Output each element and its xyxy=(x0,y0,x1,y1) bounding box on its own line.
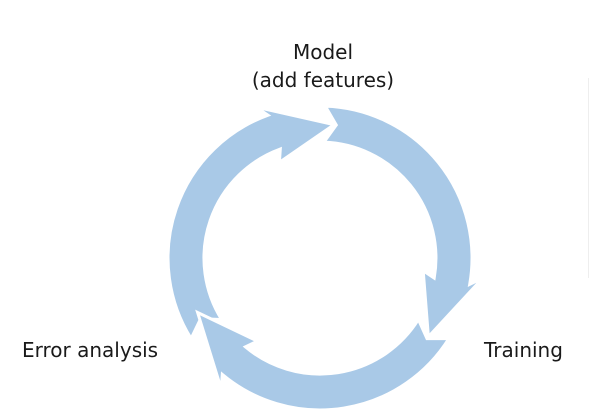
node-model: Model (add features) xyxy=(0,38,606,94)
node-model-subtitle: (add features) xyxy=(251,68,395,92)
arrow-model-to-training xyxy=(321,104,484,341)
arrow-error-to-model xyxy=(166,105,338,342)
node-training: Training xyxy=(484,338,563,362)
arrow-training-to-error xyxy=(195,309,452,412)
node-error-analysis: Error analysis xyxy=(22,338,159,362)
edge-divider xyxy=(588,78,589,278)
node-model-title: Model xyxy=(292,40,354,64)
